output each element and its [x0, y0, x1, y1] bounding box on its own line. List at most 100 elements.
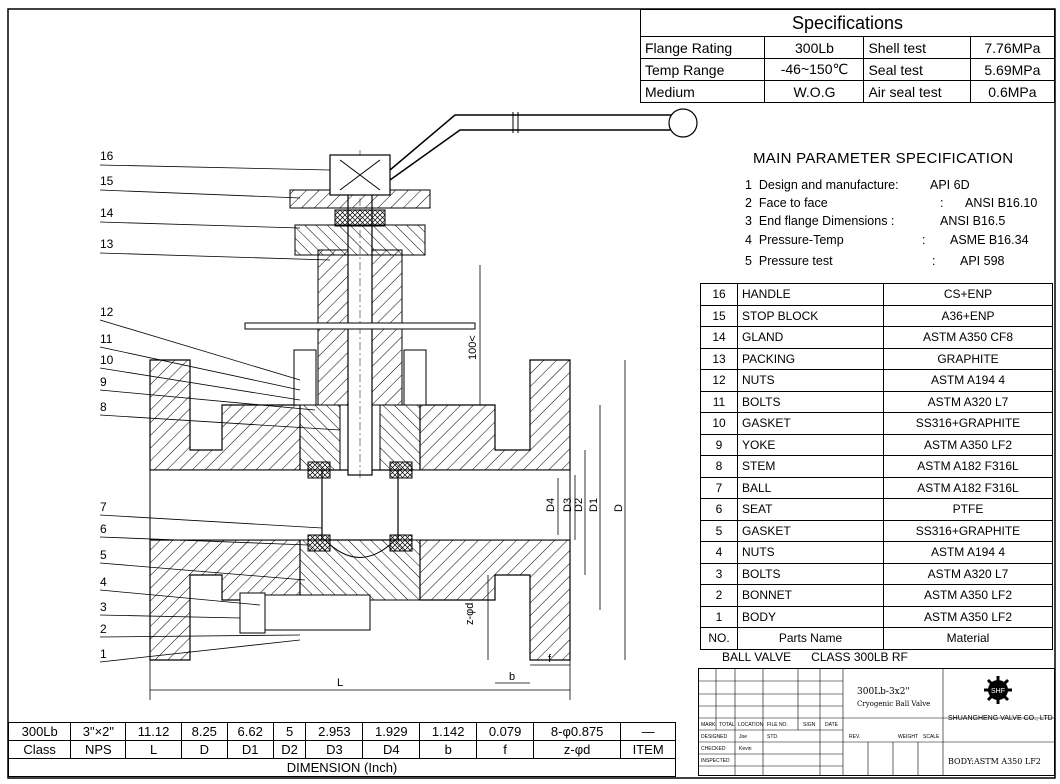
dim-label-b: b [509, 671, 515, 683]
dim-label-f: f [548, 653, 552, 665]
part-no: 5 [700, 519, 738, 542]
tb-std: STD. [767, 734, 779, 740]
tb-designed-label: DESIGNED [701, 734, 728, 740]
part-material: ASTM A350 CF8 [883, 326, 1053, 349]
tb-file-no: FILE NO. [767, 722, 788, 728]
part-no: 13 [700, 347, 738, 370]
part-no: 1 [700, 605, 738, 628]
dimension-header: D [180, 740, 228, 759]
part-material: SS316+GRAPHITE [883, 412, 1053, 435]
dimension-value: 6.62 [226, 722, 274, 741]
dim-label-D4: D4 [545, 498, 557, 512]
specifications-table: Specifications Flange Rating 300Lb Shell… [639, 9, 1056, 103]
dimension-header: D1 [226, 740, 274, 759]
spec-test: Seal test [863, 58, 971, 81]
callout-7: 7 [100, 500, 107, 514]
parts-header-name: Parts Name [737, 627, 884, 650]
dimension-value: 11.12 [125, 722, 182, 741]
seat-upper-right [389, 461, 413, 479]
part-name: PACKING [737, 347, 884, 370]
callout-6: 6 [100, 522, 107, 536]
part-no: 2 [700, 584, 738, 607]
param-value: ASME B16.34 [950, 233, 1029, 247]
param-value: API 598 [960, 254, 1005, 268]
spec-label: Flange Rating [639, 36, 766, 59]
part-no: 15 [700, 304, 738, 327]
bolt-upper-right [403, 349, 427, 406]
spec-row: Medium W.O.G Air seal test 0.6MPa [639, 80, 1056, 103]
dimension-value: 8-φ0.875 [533, 722, 622, 741]
param-line: 5 Pressure test [745, 254, 833, 268]
spec-value: -46~150℃ [764, 58, 865, 81]
part-material: ASTM A350 LF2 [883, 584, 1053, 607]
part-material: ASTM A320 L7 [883, 390, 1053, 413]
part-no: 16 [700, 283, 738, 306]
spec-label: Temp Range [639, 58, 766, 81]
tb-checked-label: CHECKED [701, 746, 726, 752]
body-right-flange [419, 359, 571, 471]
part-name: GASKET [737, 412, 884, 435]
bolt-upper-left [293, 349, 317, 406]
callout-9: 9 [100, 375, 107, 389]
parts-header-material: Material [883, 627, 1053, 650]
param-line: 1 Design and manufacture: [745, 178, 899, 192]
tb-body-note: BODY:ASTM A350 LF2 [948, 757, 1041, 766]
tb-location: LOCATION [738, 722, 764, 728]
part-no: 9 [700, 433, 738, 456]
part-name: NUTS [737, 541, 884, 564]
dimension-value: 3"×2" [70, 722, 127, 741]
part-name: STEM [737, 455, 884, 478]
seat-upper-left [307, 461, 331, 479]
title-block: SHF MARK TOTAL LOCATION FILE NO. SIGN DA… [698, 668, 1055, 776]
dim-label-D3: D3 [562, 498, 574, 512]
part-name: NUTS [737, 369, 884, 392]
part-name: GASKET [737, 519, 884, 542]
seat-lower-right [389, 534, 413, 552]
valve-title: BALL VALVE CLASS 300LB RF [722, 650, 908, 664]
sheet-border [7, 8, 1056, 779]
dim-label-h: 100< [467, 335, 479, 360]
param-line: 3 End flange Dimensions : [745, 214, 895, 228]
part-no: 7 [700, 476, 738, 499]
param-value: ANSI B16.10 [965, 196, 1038, 210]
dimension-header: D3 [305, 740, 364, 759]
dim-label-D1: D1 [588, 498, 600, 512]
dimension-value: 0.079 [476, 722, 535, 741]
tb-scale: SCALE [923, 734, 940, 740]
part-name: BONNET [737, 584, 884, 607]
callout-4: 4 [100, 575, 107, 589]
part-no: 10 [700, 412, 738, 435]
callout-2: 2 [100, 622, 107, 636]
spec-test: Air seal test [863, 80, 971, 103]
dimension-value: — [620, 722, 676, 741]
param-sep: : [940, 196, 944, 210]
company-logo: SHF [984, 676, 1012, 704]
part-name: SEAT [737, 498, 884, 521]
part-no: 3 [700, 562, 738, 585]
callout-3: 3 [100, 600, 107, 614]
part-no: 4 [700, 541, 738, 564]
spec-value: 300Lb [764, 36, 865, 59]
tb-rev: REV. [849, 734, 861, 740]
tb-inspected-label: INSPECTED [701, 758, 730, 764]
callout-8: 8 [100, 400, 107, 414]
tb-model: 300Lb-3x2" [857, 687, 910, 697]
tb-designed-by: Joe [739, 734, 748, 740]
parts-header-no: NO. [700, 627, 738, 650]
ball [321, 469, 399, 541]
part-material: ASTM A320 L7 [883, 562, 1053, 585]
